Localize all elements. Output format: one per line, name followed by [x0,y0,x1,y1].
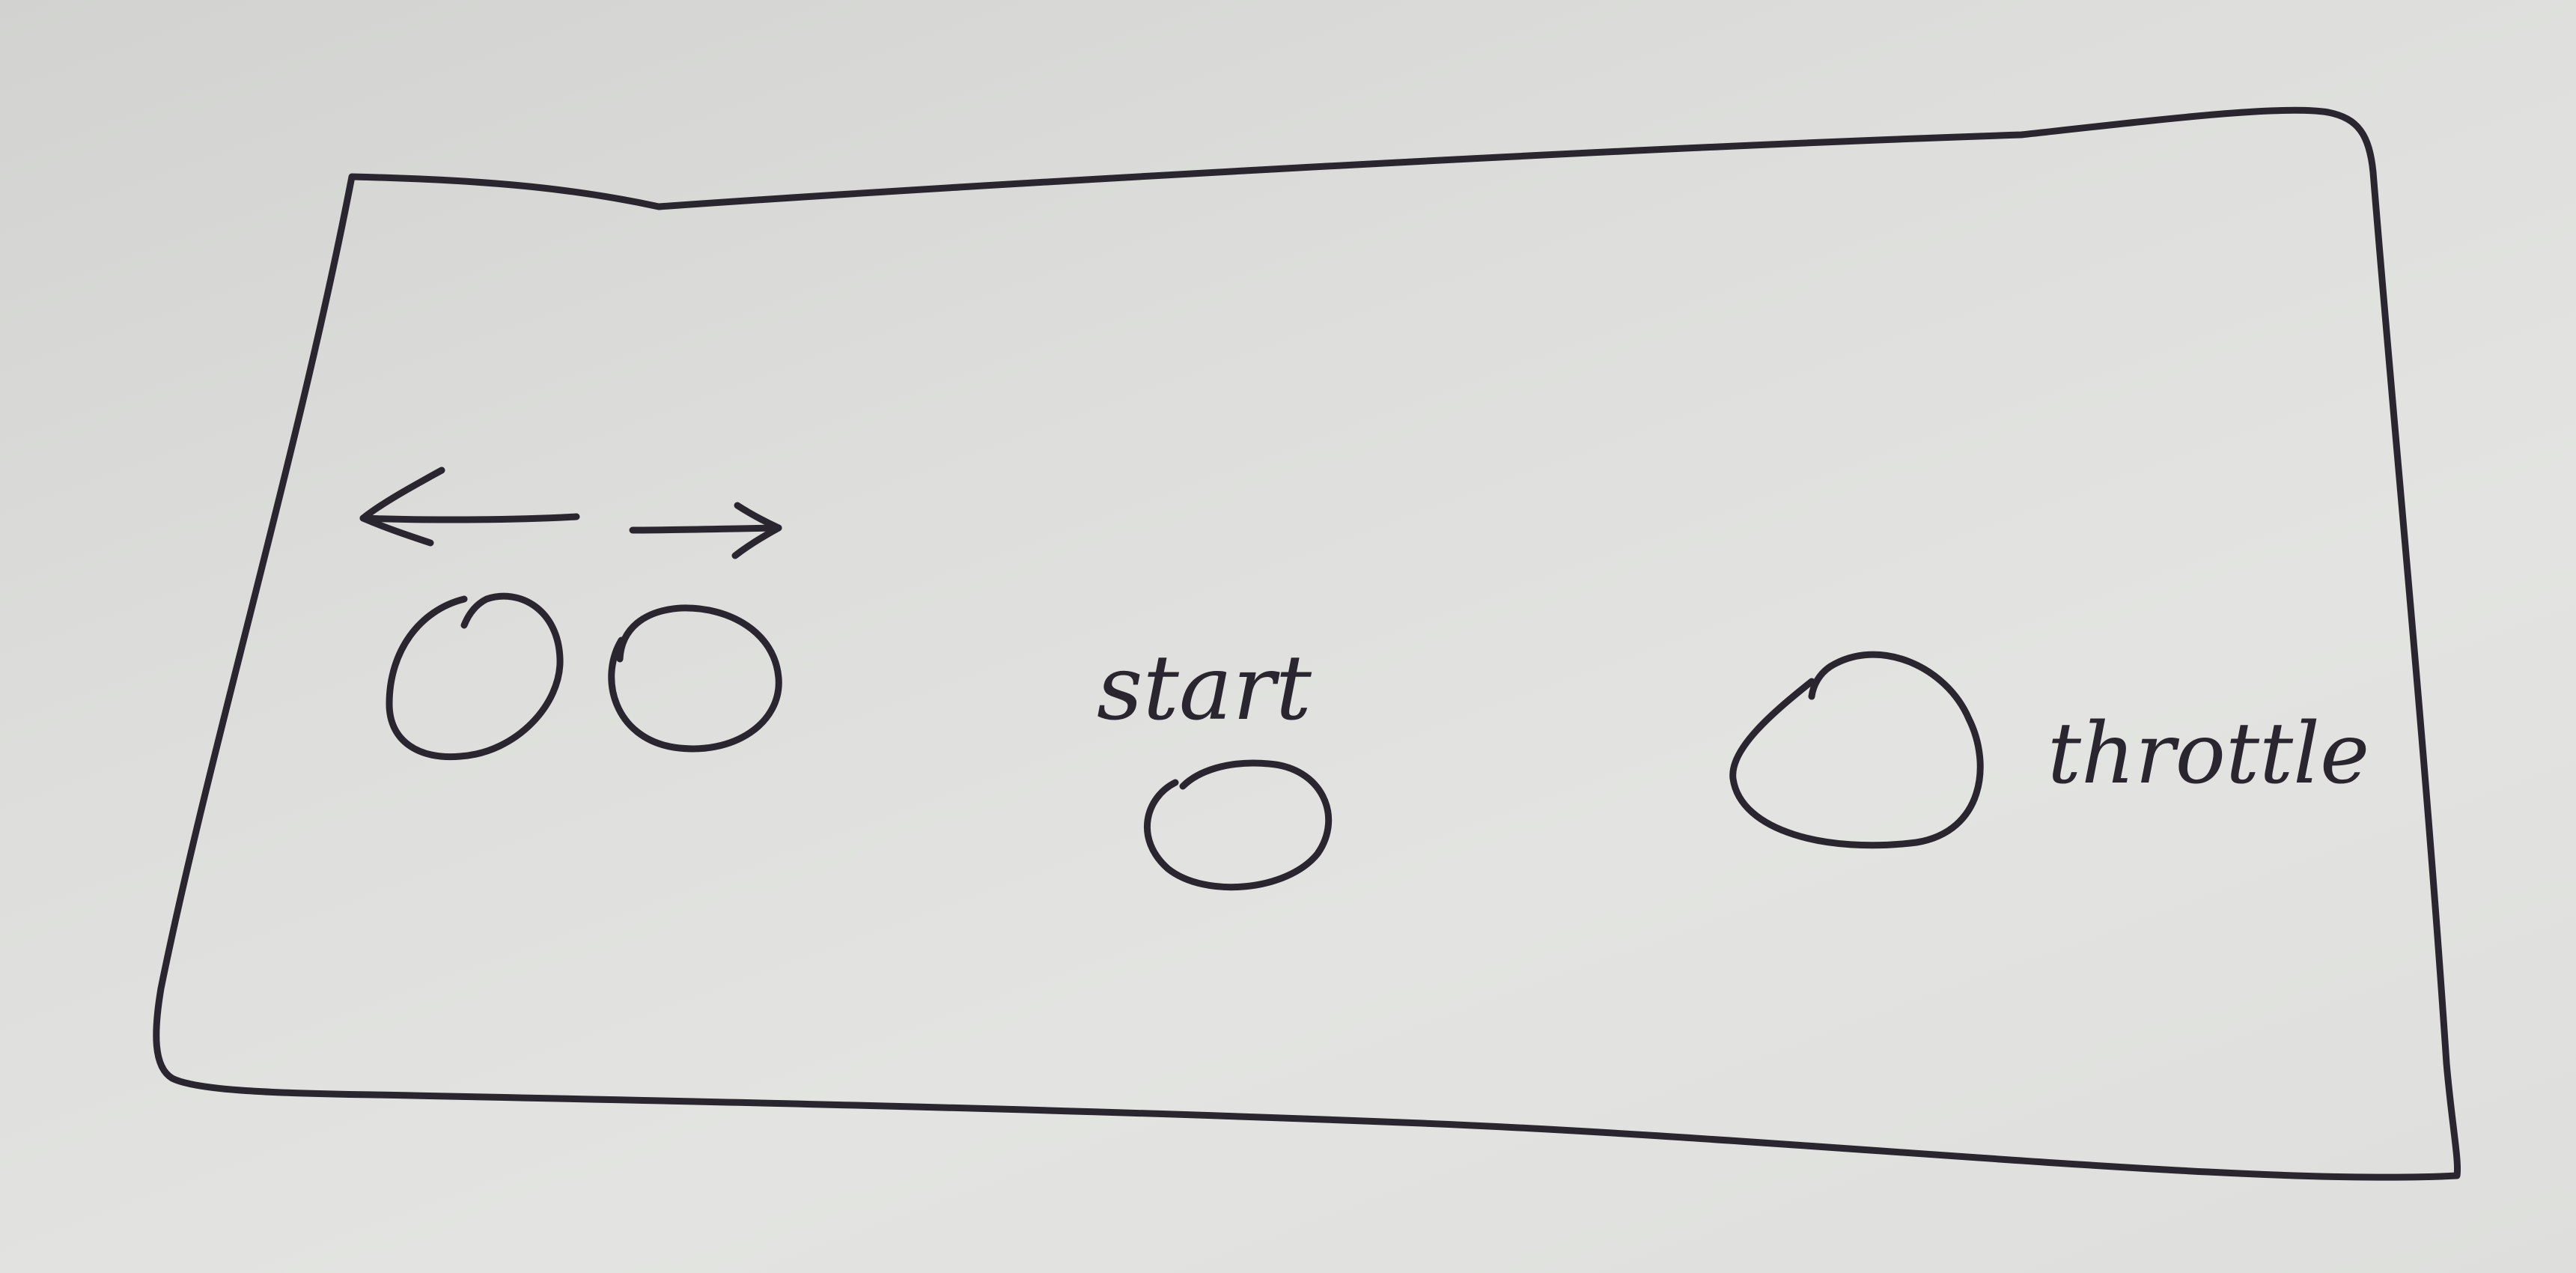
start-label: start [1097,636,1312,741]
arrow-right-icon [629,502,782,559]
screen-frame [153,106,2461,1181]
throttle-label: throttle [2047,705,2369,803]
start-button[interactable] [1144,759,1333,891]
throttle-button[interactable] [1729,651,1984,849]
arrow-left-icon [359,467,580,547]
left-button[interactable] [386,592,564,761]
right-button[interactable] [608,604,782,753]
